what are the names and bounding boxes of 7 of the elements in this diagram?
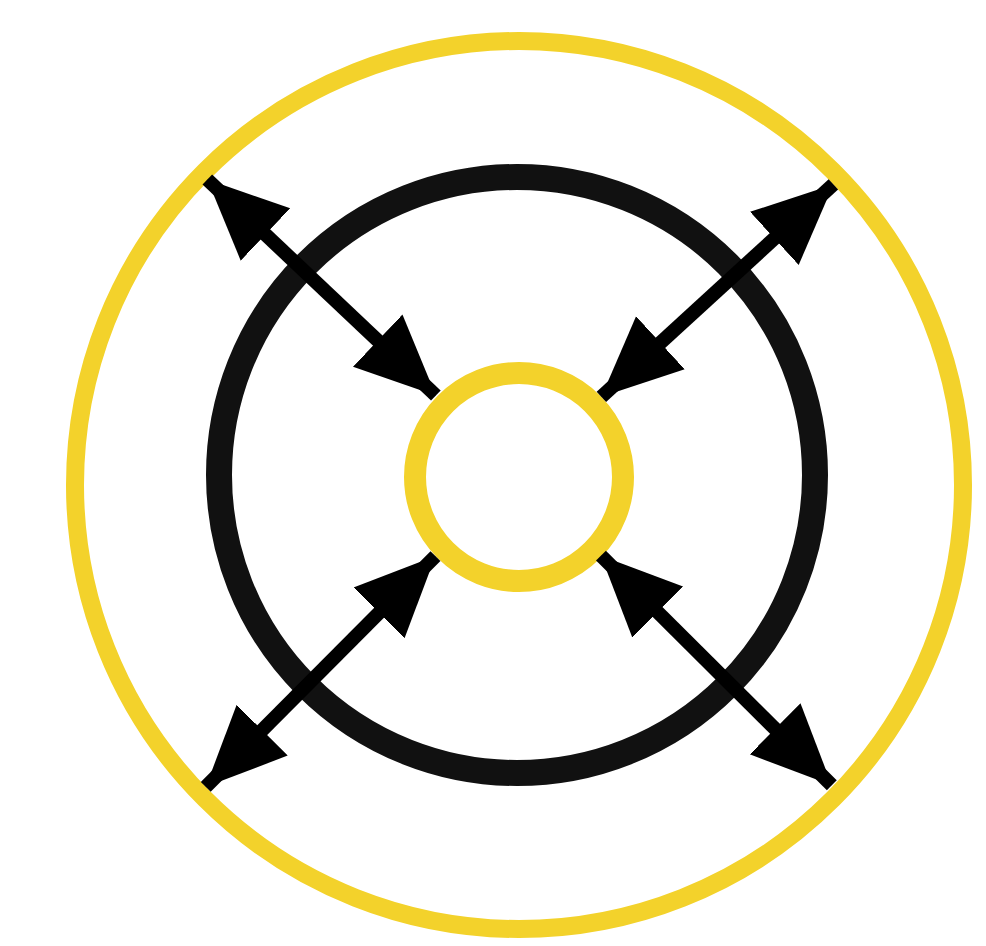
ring-shape [65,31,971,937]
double-arrow [202,174,441,401]
double-arrow [200,551,441,792]
double-arrow [596,550,837,791]
ring-shape [205,163,827,785]
double-arrow [596,179,839,402]
ring-shape [403,361,633,591]
